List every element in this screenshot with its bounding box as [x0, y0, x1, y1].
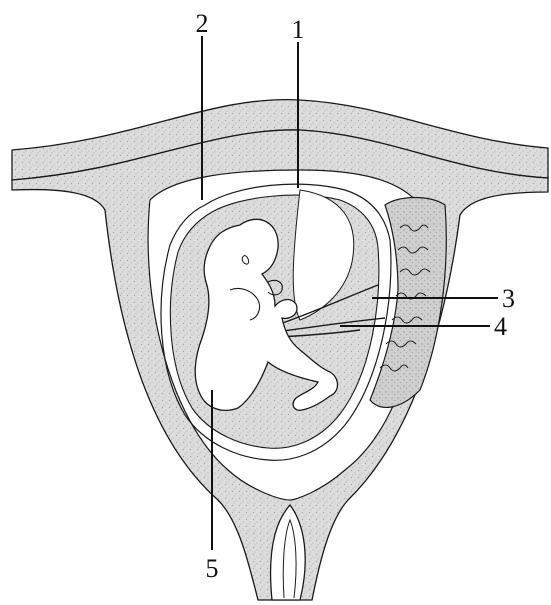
- callout-label-1: 1: [292, 15, 305, 44]
- callout-label-5: 5: [206, 554, 219, 583]
- callout-label-4: 4: [494, 312, 507, 341]
- callout-label-3: 3: [502, 284, 515, 313]
- callout-label-2: 2: [196, 9, 209, 38]
